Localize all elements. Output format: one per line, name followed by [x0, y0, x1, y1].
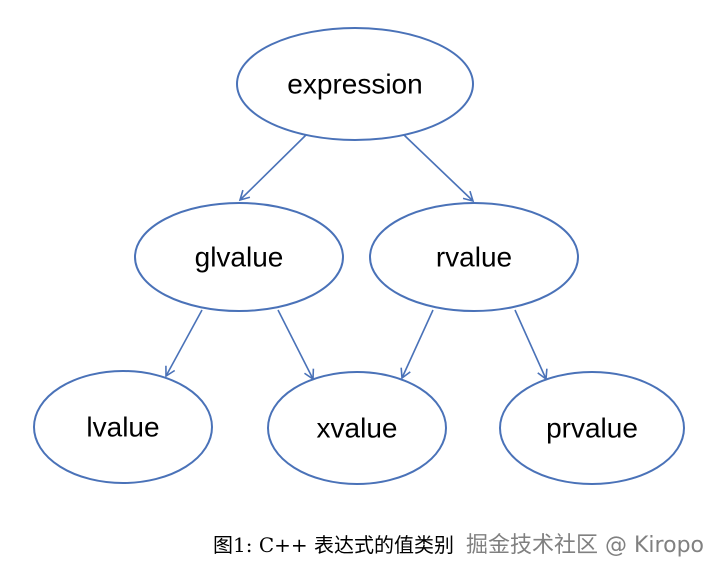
edge-glvalue-lvalue	[165, 309, 203, 378]
node-rvalue: rvalue	[369, 202, 579, 312]
node-prvalue-label: prvalue	[546, 413, 638, 444]
node-glvalue-label: glvalue	[195, 242, 284, 273]
node-expression-label: expression	[287, 69, 422, 100]
edges	[165, 134, 548, 381]
node-lvalue: lvalue	[33, 370, 213, 484]
edge-expression-glvalue	[238, 134, 307, 202]
node-lvalue-label: lvalue	[86, 412, 159, 443]
figure-caption: 图1: C++ 表达式的值类别	[213, 533, 454, 557]
node-rvalue-shape	[369, 202, 579, 312]
node-glvalue-shape	[134, 202, 344, 312]
node-lvalue-shape	[33, 370, 213, 484]
watermark: 掘金技术社区 @ Kiropo	[466, 533, 704, 558]
node-glvalue: glvalue	[134, 202, 344, 312]
node-prvalue: prvalue	[499, 371, 685, 485]
node-expression: expression	[236, 27, 474, 141]
node-xvalue-shape	[267, 371, 447, 485]
node-xvalue: xvalue	[267, 371, 447, 485]
edge-rvalue-xvalue	[400, 309, 434, 380]
node-rvalue-label: rvalue	[436, 242, 512, 273]
node-xvalue-label: xvalue	[317, 413, 398, 444]
edge-glvalue-xvalue	[277, 309, 315, 381]
node-prvalue-shape	[499, 371, 685, 485]
edge-rvalue-prvalue	[514, 309, 548, 381]
edge-expression-rvalue	[403, 134, 475, 203]
node-expression-shape	[236, 27, 474, 141]
